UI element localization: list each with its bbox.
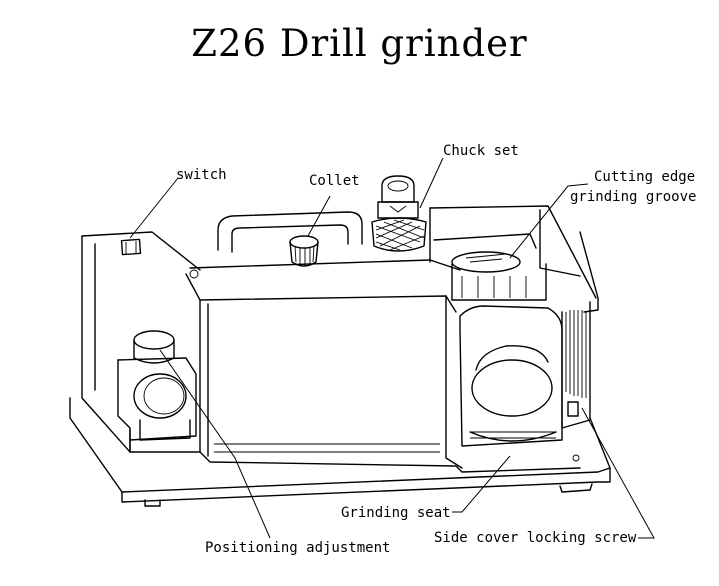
switch-housing xyxy=(81,231,201,453)
positioning-block xyxy=(117,330,197,453)
label-collet: Collet xyxy=(309,173,360,189)
carry-handle xyxy=(217,211,363,253)
leader-lines xyxy=(129,157,655,539)
main-body xyxy=(185,259,581,473)
base-plate xyxy=(69,397,611,507)
grinding-unit xyxy=(429,205,599,447)
label-positioning-adjustment: Positioning adjustment xyxy=(205,540,391,556)
label-switch: switch xyxy=(176,167,227,183)
label-side-cover-locking-screw: Side cover locking screw xyxy=(434,530,637,546)
label-grinding-seat: Grinding seat xyxy=(341,505,451,521)
collet-knob xyxy=(289,235,319,267)
label-cutting-edge-line1: Cutting edge xyxy=(594,169,696,185)
label-chuck-set: Chuck set xyxy=(443,143,519,159)
label-cutting-edge-line2: grinding groove xyxy=(570,189,697,205)
chuck-set xyxy=(371,175,427,252)
diagram-title: Z26 Drill grinder xyxy=(191,22,528,65)
